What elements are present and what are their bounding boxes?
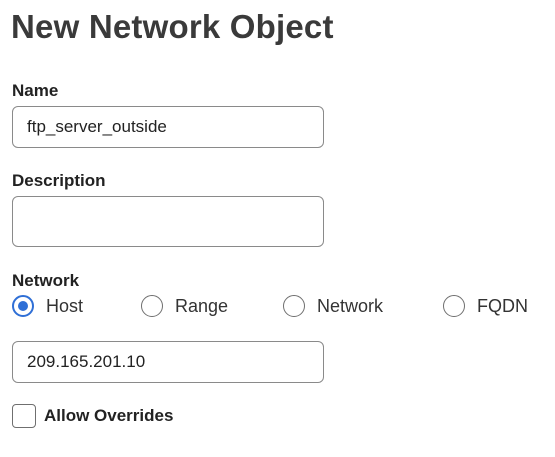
name-input[interactable] bbox=[12, 106, 324, 148]
radio-option-fqdn[interactable]: FQDN bbox=[443, 293, 528, 319]
radio-network-icon[interactable] bbox=[283, 295, 305, 317]
description-label: Description bbox=[12, 171, 106, 190]
allow-overrides-checkbox-row[interactable]: Allow Overrides bbox=[12, 404, 173, 428]
network-value-input[interactable] bbox=[12, 341, 324, 383]
radio-range-label: Range bbox=[175, 295, 229, 316]
dialog-title: New Network Object bbox=[11, 8, 334, 45]
radio-option-range[interactable]: Range bbox=[141, 293, 228, 319]
radio-option-host[interactable]: Host bbox=[12, 293, 83, 319]
radio-fqdn-icon[interactable] bbox=[443, 295, 465, 317]
radio-host-label: Host bbox=[46, 295, 84, 316]
allow-overrides-checkbox[interactable] bbox=[12, 404, 36, 428]
allow-overrides-label: Allow Overrides bbox=[44, 406, 174, 425]
name-label: Name bbox=[12, 81, 59, 100]
description-input[interactable] bbox=[12, 196, 324, 247]
radio-fqdn-label: FQDN bbox=[477, 295, 528, 316]
radio-network-label: Network bbox=[317, 295, 384, 316]
radio-host-checked-icon[interactable] bbox=[12, 295, 34, 317]
radio-option-network[interactable]: Network bbox=[283, 293, 383, 319]
network-label: Network bbox=[12, 271, 80, 290]
network-type-radio-group: Host Range Network FQDN bbox=[12, 293, 542, 319]
radio-range-icon[interactable] bbox=[141, 295, 163, 317]
